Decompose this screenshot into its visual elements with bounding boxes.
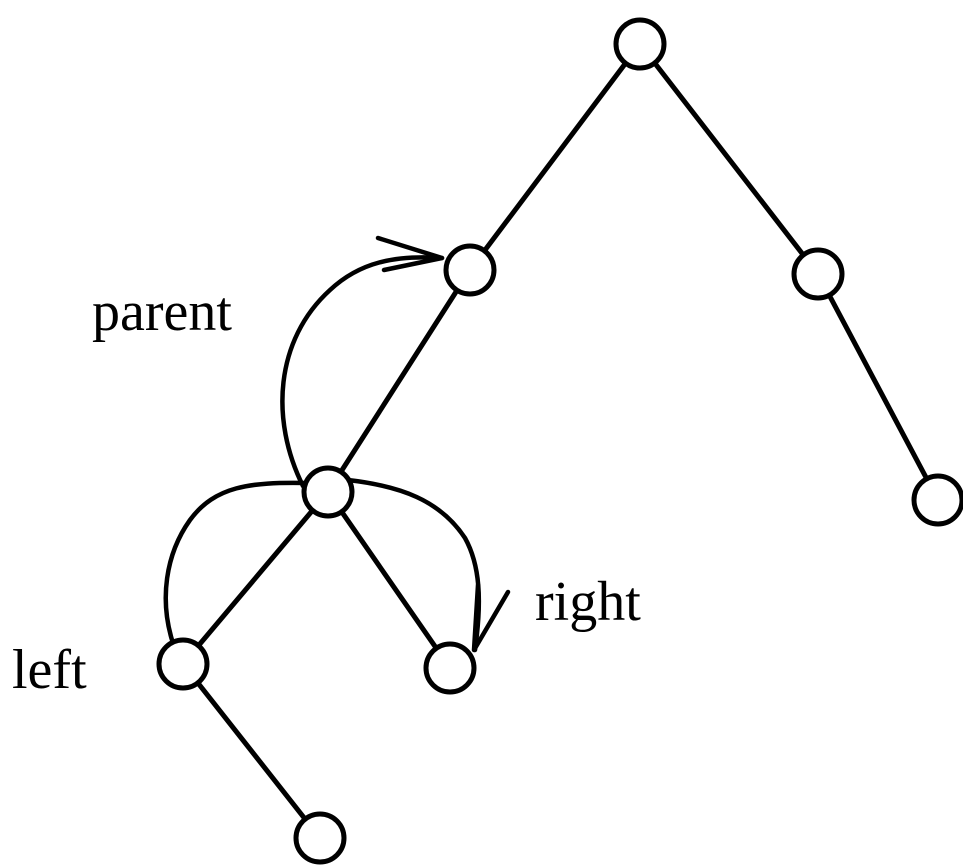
edge-root-to-left-child xyxy=(467,41,643,273)
node-right xyxy=(423,641,477,695)
edge-parent-to-current xyxy=(325,267,473,495)
edge-right-child-to-leaf xyxy=(815,271,941,503)
right-arrowhead xyxy=(471,582,511,653)
node-right-leaf xyxy=(911,473,963,527)
parent-arrowhead xyxy=(375,235,445,273)
pointer-arrows xyxy=(163,235,511,653)
node-root xyxy=(613,17,667,71)
node-current xyxy=(301,465,355,519)
edge-left-to-leaf xyxy=(180,661,323,841)
label-parent: parent xyxy=(92,281,232,343)
left-pointer-arrow xyxy=(163,480,309,643)
node-parent xyxy=(443,243,497,297)
tree-nodes xyxy=(156,17,963,865)
node-right-child xyxy=(791,247,845,301)
edge-current-to-left xyxy=(180,489,331,667)
right-pointer-arrow xyxy=(345,477,482,653)
node-left xyxy=(156,637,210,691)
node-left-leaf xyxy=(293,811,347,865)
parent-pointer-arrow xyxy=(280,255,445,489)
edge-root-to-right-child xyxy=(637,41,821,277)
tree-edges xyxy=(180,41,941,841)
pointer-labels: parent left right xyxy=(12,281,641,701)
label-right: right xyxy=(535,571,641,633)
label-left: left xyxy=(12,639,87,701)
edge-current-to-right xyxy=(325,489,453,671)
